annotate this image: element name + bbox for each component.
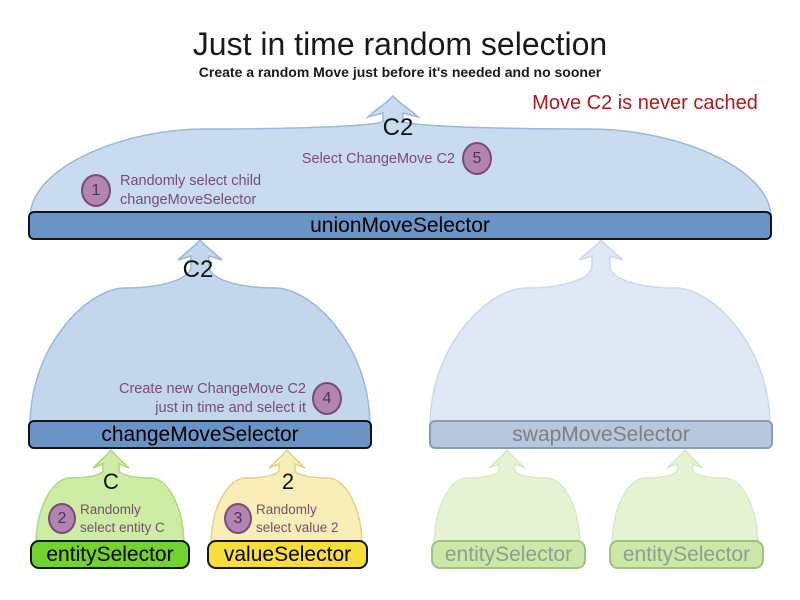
step-note-3: Randomly select value 2: [256, 501, 386, 537]
union-output-label: C2: [382, 114, 414, 141]
union-bell-arrow-shape: [29, 94, 772, 219]
step-badge-2: 2: [48, 503, 76, 534]
step-badge-5: 5: [462, 142, 492, 175]
value-output-label: 2: [281, 469, 295, 494]
swap-move-selector-bar: swapMoveSelector: [429, 420, 773, 449]
step-note-3-line2: select value 2: [256, 520, 339, 535]
change-bell-arrow-shape: [29, 238, 371, 427]
step-note-5: Select ChangeMove C2: [302, 150, 455, 169]
change-move-selector-bar: changeMoveSelector: [28, 420, 372, 449]
union-move-selector-bar: unionMoveSelector: [28, 211, 772, 240]
value-selector-bar: valueSelector: [207, 540, 368, 569]
step-note-2: Randomly select entity C: [80, 501, 210, 537]
entity-selector-faded-bar-2: entitySelector: [609, 540, 764, 569]
step-badge-4: 4: [312, 382, 342, 415]
step-note-5-line1: Select ChangeMove C2: [301, 151, 455, 167]
page-subtitle: Create a random Move just before it's ne…: [198, 64, 602, 80]
entity-faded-bell-shape-1: [433, 448, 581, 547]
never-cached-note: Move C2 is never cached: [532, 92, 758, 114]
entity-selector-bar: entitySelector: [30, 540, 190, 569]
swap-bell-arrow-shape: [429, 238, 771, 427]
step-badge-1: 1: [81, 174, 111, 207]
entity-faded-bell-shape-2: [611, 448, 759, 547]
step-note-4: Create new ChangeMove C2 just in time an…: [119, 380, 306, 418]
step-note-1: Randomly select child changeMoveSelector: [120, 172, 320, 210]
entity-output-label: C: [103, 469, 119, 494]
step-note-4-line1: Create new ChangeMove C2: [119, 381, 306, 397]
page-title: Just in time random selection: [192, 26, 608, 62]
change-output-label: C2: [182, 256, 214, 283]
step-note-1-line1: Randomly select child: [120, 173, 262, 189]
entity-selector-faded-bar-1: entitySelector: [431, 540, 586, 569]
step-note-2-line2: select entity C: [80, 520, 165, 535]
step-note-2-line1: Randomly: [80, 502, 141, 517]
step-badge-3: 3: [224, 503, 252, 534]
step-note-4-line2: just in time and select it: [155, 400, 306, 416]
step-note-1-line2: changeMoveSelector: [120, 192, 257, 208]
step-note-3-line1: Randomly: [256, 502, 317, 517]
